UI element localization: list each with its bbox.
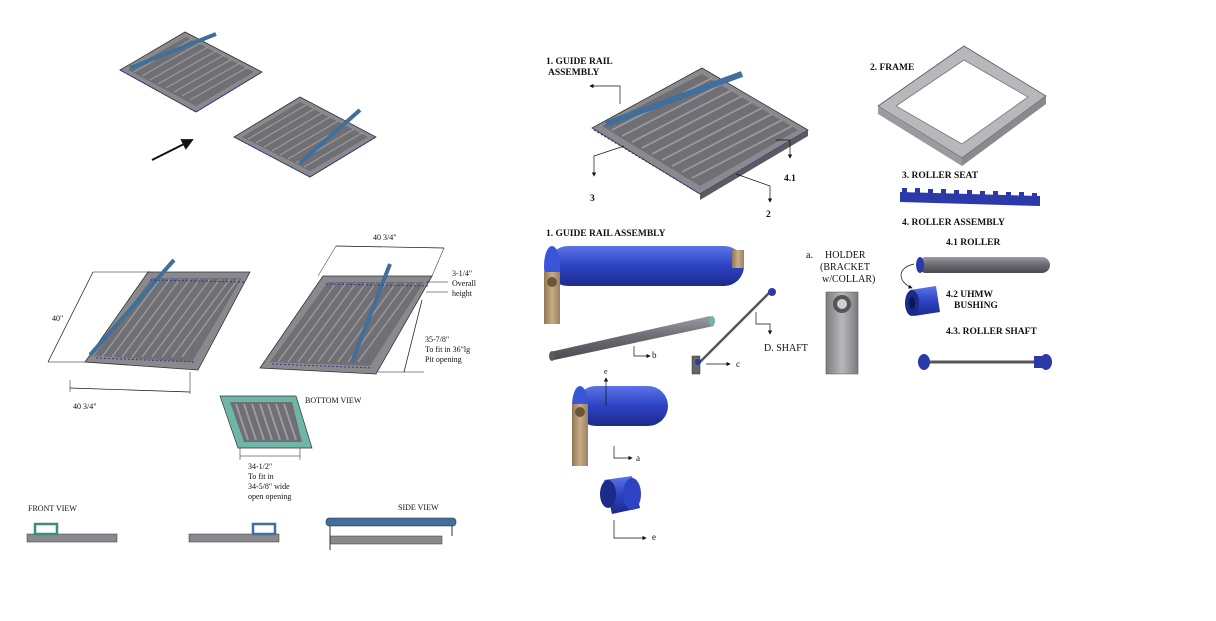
callout-c: c bbox=[736, 359, 740, 369]
dimension-w-line2: To fit in bbox=[248, 472, 274, 481]
bottom-view-drawing bbox=[219, 395, 313, 460]
holder-bracket-drawing bbox=[825, 291, 859, 375]
dimensioned-view-right bbox=[259, 245, 448, 375]
roller-drawing bbox=[900, 257, 1050, 289]
guide-rail-detail-drawing bbox=[544, 246, 744, 324]
bottom-view-label: BOTTOM VIEW bbox=[305, 396, 362, 405]
holder-label-line3: w/COLLAR) bbox=[822, 274, 876, 285]
front-view-drawing-2 bbox=[188, 522, 280, 543]
dimension-length-line1: 35-7/8" bbox=[425, 335, 450, 344]
guide-rail-assembly-label-line2: ASSEMBLY bbox=[548, 68, 600, 78]
side-view-label: SIDE VIEW bbox=[398, 503, 439, 512]
roller-shaft-drawing bbox=[918, 354, 1052, 370]
dimension-w-line1: 34-1/2" bbox=[248, 462, 273, 471]
dimension-40: 40" bbox=[52, 314, 64, 323]
roller-shaft-label: 4.3. ROLLER SHAFT bbox=[946, 327, 1037, 337]
dimension-w-line4: open opening bbox=[248, 492, 292, 501]
callout-2: 2 bbox=[766, 210, 771, 220]
bushing-e-drawing bbox=[600, 476, 647, 541]
holder-label-a: a. bbox=[806, 250, 813, 261]
dimension-height-line1: 3-1/4" bbox=[452, 269, 473, 278]
front-view-drawing-1 bbox=[26, 522, 118, 543]
dimension-width-top: 40 3/4" bbox=[373, 233, 397, 242]
guide-rail-end-detail-drawing bbox=[572, 377, 668, 466]
roller-assembly-label: 4. ROLLER ASSEMBLY bbox=[902, 218, 1005, 228]
dimension-width-bottom: 40 3/4" bbox=[73, 402, 97, 411]
uhmw-bushing-drawing bbox=[905, 286, 940, 316]
leader-lines-main bbox=[589, 83, 793, 203]
callout-e-lower: e bbox=[652, 532, 656, 542]
callout-4-1: 4.1 bbox=[784, 174, 796, 184]
guide-rail-roller-drawing bbox=[549, 316, 715, 361]
callout-a: a bbox=[636, 453, 640, 463]
iso-view-small-2 bbox=[233, 96, 377, 178]
holder-label-line1: HOLDER bbox=[825, 250, 866, 261]
front-view-label: FRONT VIEW bbox=[28, 504, 77, 513]
frame-drawing bbox=[877, 45, 1047, 166]
holder-label-line2: (BRACKET bbox=[820, 262, 870, 273]
roller-seat-label: 3. ROLLER SEAT bbox=[902, 171, 979, 181]
shaft-drawing bbox=[691, 288, 776, 375]
shaft-label: D. SHAFT bbox=[764, 343, 808, 354]
dimensioned-view-left bbox=[47, 258, 251, 394]
uhmw-label-line1: 4.2 UHMW bbox=[946, 290, 993, 300]
dimension-height-line2: Overall bbox=[452, 279, 476, 288]
callout-b: b bbox=[652, 350, 657, 360]
dimension-w-line3: 34-5/8" wide bbox=[248, 482, 290, 491]
dimension-height-line3: height bbox=[452, 289, 472, 298]
side-view-drawing bbox=[325, 517, 457, 550]
guide-rail-assembly-label-line1: 1. GUIDE RAIL bbox=[546, 57, 613, 67]
iso-view-small-1 bbox=[119, 31, 263, 113]
direction-arrow bbox=[151, 139, 194, 161]
uhmw-label-line2: BUSHING bbox=[954, 301, 998, 311]
main-assembly-drawing bbox=[591, 67, 809, 200]
dimension-length-line2: To fit in 36"lg bbox=[425, 345, 471, 354]
roller-label: 4.1 ROLLER bbox=[946, 238, 1001, 248]
dimension-length-line3: Pit opening bbox=[425, 355, 462, 364]
frame-label: 2. FRAME bbox=[870, 63, 915, 73]
guide-rail-assembly-title: 1. GUIDE RAIL ASSEMBLY bbox=[546, 229, 666, 239]
callout-3: 3 bbox=[590, 194, 595, 204]
callout-e-upper: e bbox=[604, 367, 608, 376]
roller-seat-drawing bbox=[900, 188, 1040, 206]
